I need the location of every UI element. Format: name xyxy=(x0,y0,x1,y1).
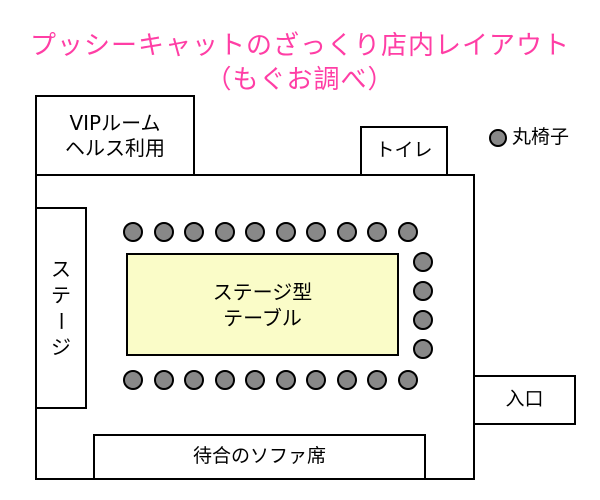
stool-top xyxy=(214,222,235,242)
entrance-label: 入口 xyxy=(505,388,544,411)
stool-top xyxy=(123,222,143,242)
vip-room-label: VIPルーム xyxy=(69,110,161,135)
round-stool-icon xyxy=(489,128,507,147)
stool-bottom xyxy=(397,370,418,390)
stage-table: ステージ型 テーブル xyxy=(126,253,399,356)
stool-top xyxy=(275,222,296,242)
stool-top xyxy=(245,222,265,242)
stool-bottom xyxy=(367,370,387,390)
stool-bottom xyxy=(184,370,204,390)
stool-bottom xyxy=(245,370,265,390)
stage: ステージ xyxy=(35,207,87,409)
stage-table-sublabel: テーブル xyxy=(223,305,302,330)
stool-top xyxy=(397,222,418,242)
diagram-title: プッシーキャットのざっくり店内レイアウト xyxy=(29,31,570,61)
stool-top xyxy=(184,222,204,242)
stool-top xyxy=(336,222,357,242)
diagram-subtitle: （もぐお調べ） xyxy=(205,65,395,95)
stool-top xyxy=(367,222,387,242)
vip-room-sublabel: ヘルス利用 xyxy=(65,135,165,160)
vip-room: VIPルーム ヘルス利用 xyxy=(35,95,195,176)
stage-label-char: テ xyxy=(51,283,71,307)
legend-label: 丸椅子 xyxy=(512,126,570,148)
stool-bottom xyxy=(306,370,326,390)
stool-right xyxy=(413,339,433,359)
toilet: トイレ xyxy=(360,126,448,176)
stool-right xyxy=(413,252,433,272)
stage-table-label: ステージ型 xyxy=(212,279,313,304)
toilet-label: トイレ xyxy=(375,139,433,162)
stool-bottom xyxy=(275,370,296,390)
stool-right xyxy=(413,310,433,330)
stool-bottom xyxy=(123,370,143,390)
stage-label-char: ー xyxy=(49,311,73,331)
stool-top xyxy=(153,222,174,242)
stool-right xyxy=(413,281,433,301)
waiting-sofa: 待合のソファ席 xyxy=(93,434,426,480)
stool-top xyxy=(306,222,326,242)
waiting-sofa-label: 待合のソファ席 xyxy=(192,445,326,468)
stool-bottom xyxy=(214,370,235,390)
stage-label-char: ス xyxy=(51,257,71,281)
stage-label-char: ジ xyxy=(51,335,71,359)
legend: 丸椅子 xyxy=(489,126,569,150)
stool-bottom xyxy=(336,370,357,390)
stool-bottom xyxy=(153,370,174,390)
entrance: 入口 xyxy=(473,375,576,425)
